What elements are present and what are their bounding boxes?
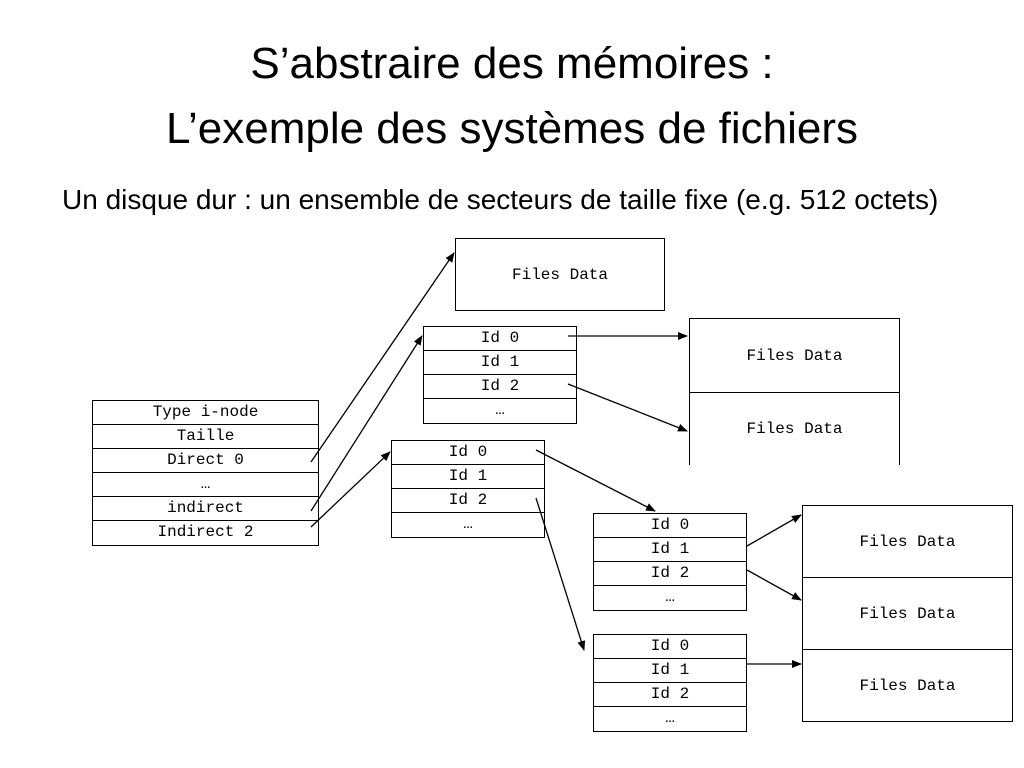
index-c-row-1: Id 1 (594, 538, 746, 562)
index-c-row-2: Id 2 (594, 562, 746, 586)
index-d-row-1: Id 1 (594, 659, 746, 683)
arrow-index-b-id0-to-index-c (535, 449, 656, 512)
inode-row-indirect: indirect (93, 497, 318, 521)
files-data-block-3: Files Data (690, 393, 899, 465)
index-d-row-ellipsis: … (665, 709, 675, 727)
files-data-block-6: Files Data (803, 650, 1012, 721)
arrow-index-c-id1-to-data (746, 514, 802, 547)
index-b-row-2: Id 2 (392, 489, 544, 513)
inode-row-type: Type i-node (93, 401, 318, 425)
index-block-c: Id 0 Id 1 Id 2 … (593, 513, 747, 611)
inode-row-ellipsis: … (93, 473, 318, 497)
index-d-row-2: Id 2 (594, 683, 746, 707)
title-line-2: L’exemple des systèmes de fichiers (165, 104, 859, 153)
arrow-index-a-id2-to-data (567, 383, 688, 432)
index-a-row-2: Id 2 (424, 375, 576, 399)
index-b-row-0: Id 0 (392, 441, 544, 465)
index-a-row-1: Id 1 (424, 351, 576, 375)
inode-row-direct-0: Direct 0 (93, 449, 318, 473)
title-line-1: S’abstraire des mémoires : (250, 39, 774, 88)
inode-table: Type i-node Taille Direct 0 … indirect I… (92, 400, 319, 546)
files-data-stack-b: Files Data Files Data Files Data (802, 505, 1013, 722)
index-a-row-ellipsis: … (495, 401, 505, 419)
files-data-block-2: Files Data (690, 319, 899, 393)
arrow-index-c-id2-to-data (746, 569, 802, 601)
bullet-text: Un disque dur : un ensemble de secteurs … (62, 184, 939, 215)
index-a-row-0: Id 0 (424, 327, 576, 351)
index-c-row-0: Id 0 (594, 514, 746, 538)
index-d-row-0: Id 0 (594, 635, 746, 659)
index-block-a: Id 0 Id 1 Id 2 … (423, 326, 577, 424)
index-c-row-ellipsis: … (665, 588, 675, 606)
arrow-indirect2-to-index-b (310, 451, 391, 528)
index-b-row-1: Id 1 (392, 465, 544, 489)
inode-row-indirect-2: Indirect 2 (157, 523, 254, 541)
files-data-block-4: Files Data (803, 506, 1012, 578)
files-data-stack-a: Files Data Files Data (689, 318, 900, 465)
files-data-block-5: Files Data (803, 578, 1012, 650)
index-b-row-ellipsis: … (463, 515, 473, 533)
index-block-d: Id 0 Id 1 Id 2 … (593, 634, 747, 732)
inode-row-size: Taille (93, 425, 318, 449)
files-data-block-1: Files Data (455, 238, 665, 311)
index-block-b: Id 0 Id 1 Id 2 … (391, 440, 545, 538)
